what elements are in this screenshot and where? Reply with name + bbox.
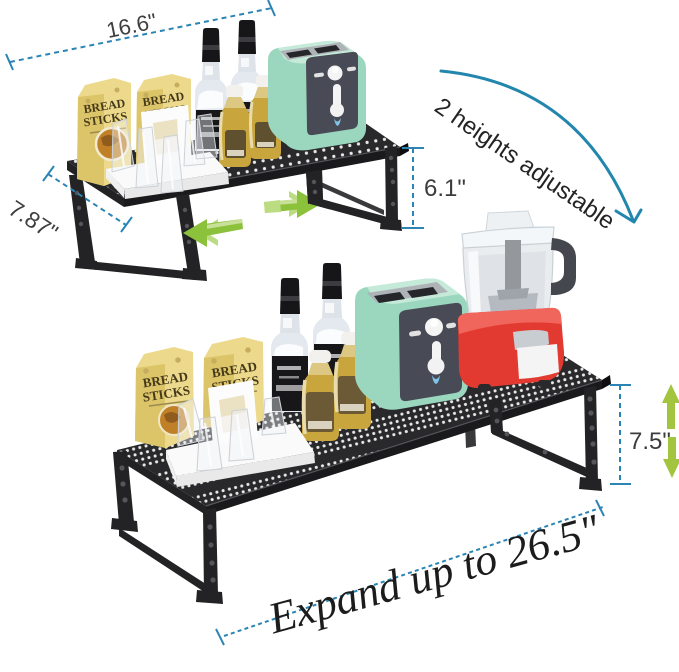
- svg-text:BREAD: BREAD: [83, 96, 127, 116]
- svg-text:STICKS: STICKS: [142, 382, 191, 404]
- svg-text:BREAD: BREAD: [211, 359, 258, 381]
- svg-text:7.87": 7.87": [4, 195, 63, 246]
- svg-text:Expand up to 26.5": Expand up to 26.5": [262, 505, 605, 644]
- svg-text:6.1": 6.1": [424, 175, 466, 202]
- svg-text:BREAD: BREAD: [142, 369, 189, 391]
- svg-text:7.5": 7.5": [629, 428, 671, 455]
- svg-text:16.6": 16.6": [104, 8, 159, 43]
- svg-text:BREAD: BREAD: [142, 89, 186, 109]
- svg-text:STICKS: STICKS: [83, 109, 129, 130]
